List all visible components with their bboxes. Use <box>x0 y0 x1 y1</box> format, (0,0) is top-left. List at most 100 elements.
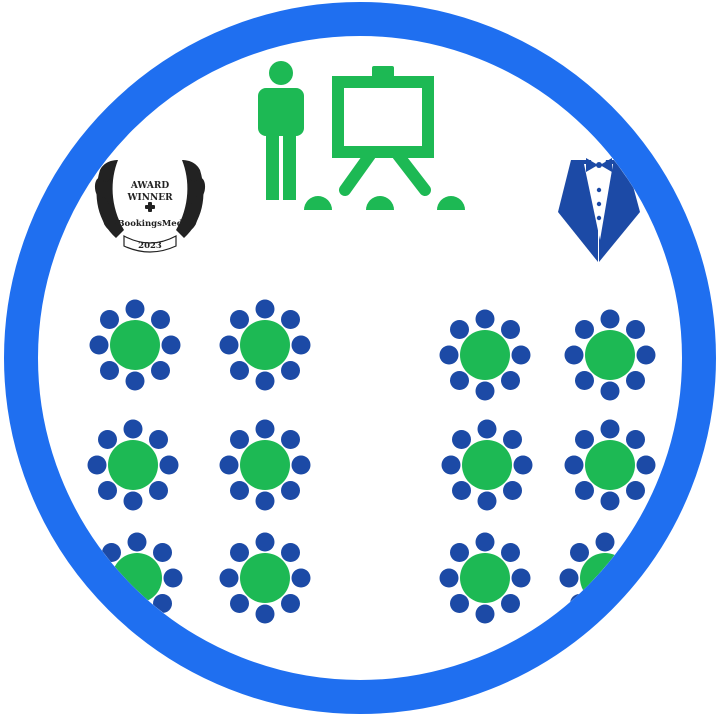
chair-icon <box>575 430 594 449</box>
chair-icon <box>626 481 645 500</box>
chair-icon <box>291 568 311 588</box>
presenter-icon <box>258 61 304 200</box>
chair-icon <box>230 543 249 562</box>
table-top <box>585 330 635 380</box>
chair-icon <box>513 455 533 475</box>
chair-icon <box>98 430 117 449</box>
chair-icon <box>255 604 275 624</box>
chair-icon <box>219 568 239 588</box>
chair-icon <box>501 371 520 390</box>
chair-icon <box>123 419 143 439</box>
chair-icon <box>291 455 311 475</box>
chair-icon <box>564 345 584 365</box>
chair-icon <box>439 345 459 365</box>
round-table-icon <box>87 419 179 511</box>
chair-icon <box>100 310 119 329</box>
chair-icon <box>255 532 275 552</box>
audience-heads <box>304 196 465 210</box>
chair-icon <box>149 481 168 500</box>
chair-icon <box>151 310 170 329</box>
chair-icon <box>281 361 300 380</box>
chair-icon <box>281 594 300 613</box>
bookingsmed-logo-icon <box>145 202 155 212</box>
award-badge: AWARD WINNER BookingsMed 2023 <box>94 160 206 253</box>
chair-icon <box>230 481 249 500</box>
badge-ribbon <box>123 234 177 253</box>
round-table-icon <box>89 299 181 391</box>
chair-icon <box>100 361 119 380</box>
table-top <box>108 440 158 490</box>
round-table-icon <box>219 419 311 511</box>
chair-icon <box>230 594 249 613</box>
chair-icon <box>501 594 520 613</box>
chair-icon <box>439 568 459 588</box>
chair-icon <box>255 491 275 511</box>
chair-icon <box>230 430 249 449</box>
chair-icon <box>475 381 495 401</box>
chair-icon <box>636 455 656 475</box>
table-top <box>240 320 290 370</box>
round-table-icon <box>219 299 311 391</box>
chair-icon <box>281 481 300 500</box>
chair-icon <box>475 532 495 552</box>
round-table-icon <box>564 419 656 511</box>
chair-icon <box>600 309 620 329</box>
chair-icon <box>600 491 620 511</box>
tuxedo-icon <box>558 158 640 262</box>
laurel-left-icon <box>94 160 124 238</box>
chair-icon <box>564 455 584 475</box>
chair-icon <box>149 430 168 449</box>
chair-icon <box>511 345 531 365</box>
chair-icon <box>595 532 615 552</box>
table-top <box>240 553 290 603</box>
badge-brand: BookingsMed <box>117 219 182 229</box>
chair-icon <box>475 604 495 624</box>
table-top <box>462 440 512 490</box>
round-table-icon <box>439 309 531 401</box>
chair-icon <box>511 568 531 588</box>
badge-year: 2023 <box>138 241 162 251</box>
chair-icon <box>123 491 143 511</box>
chair-icon <box>575 481 594 500</box>
chair-icon <box>163 568 183 588</box>
chair-icon <box>475 309 495 329</box>
chair-icon <box>255 419 275 439</box>
table-top <box>460 330 510 380</box>
badge-line1: AWARD <box>130 181 170 191</box>
chair-icon <box>477 419 497 439</box>
chair-icon <box>230 361 249 380</box>
chair-icon <box>626 371 645 390</box>
chair-icon <box>452 481 471 500</box>
chair-icon <box>291 335 311 355</box>
laurel-right-icon <box>176 160 206 238</box>
chair-icon <box>570 543 589 562</box>
chair-icon <box>151 361 170 380</box>
table-top <box>240 440 290 490</box>
chair-icon <box>219 335 239 355</box>
whiteboard-icon <box>332 66 434 196</box>
chair-icon <box>600 381 620 401</box>
chair-icon <box>281 430 300 449</box>
chair-icon <box>477 491 497 511</box>
chair-icon <box>153 543 172 562</box>
chair-icon <box>125 371 145 391</box>
round-table-icon <box>439 532 531 624</box>
chair-icon <box>452 430 471 449</box>
chair-icon <box>87 455 107 475</box>
chair-icon <box>575 320 594 339</box>
table-top <box>460 553 510 603</box>
chair-icon <box>161 335 181 355</box>
chair-icon <box>636 345 656 365</box>
circular-frame <box>4 2 716 714</box>
round-table-icon <box>219 532 311 624</box>
round-table-icon <box>564 309 656 401</box>
chair-icon <box>503 430 522 449</box>
chair-icon <box>559 568 579 588</box>
chair-icon <box>450 543 469 562</box>
chair-icon <box>281 310 300 329</box>
chair-icon <box>450 371 469 390</box>
table-top <box>110 320 160 370</box>
chair-icon <box>626 320 645 339</box>
chair-icon <box>501 543 520 562</box>
